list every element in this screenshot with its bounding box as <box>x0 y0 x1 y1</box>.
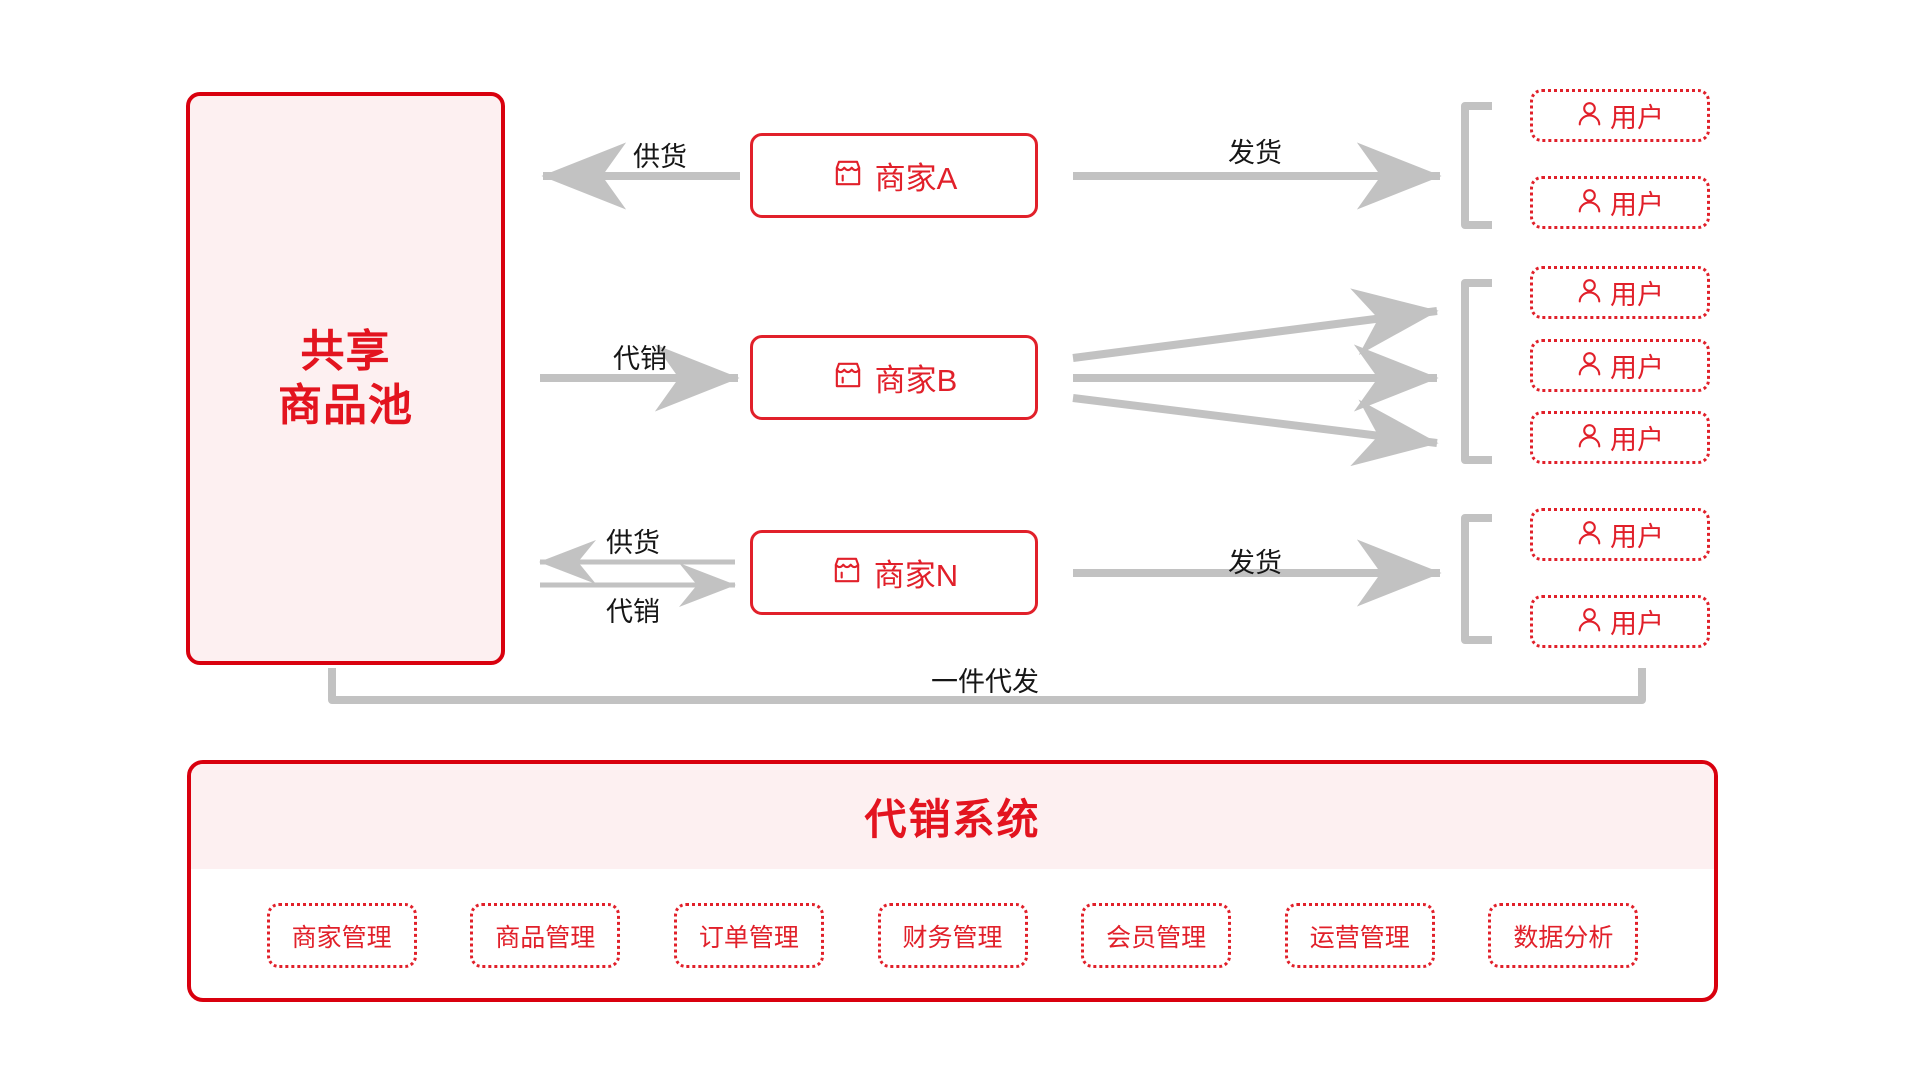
user-chip[interactable]: 用户 <box>1530 266 1710 319</box>
person-icon <box>1576 350 1603 382</box>
user-label: 用户 <box>1610 609 1664 639</box>
module-chip-data-analytics[interactable]: 数据分析 <box>1488 903 1639 968</box>
person-icon <box>1576 187 1603 219</box>
flow-label-supply-a: 供货 <box>633 142 687 172</box>
module-chip-member-management[interactable]: 会员管理 <box>1081 903 1232 968</box>
user-chip[interactable]: 用户 <box>1530 508 1710 561</box>
merchant-card-b[interactable]: 商家B <box>750 335 1038 420</box>
person-icon <box>1576 519 1603 551</box>
person-icon <box>1576 100 1603 132</box>
module-chip-finance-management[interactable]: 财务管理 <box>877 903 1028 968</box>
module-label: 订单管理 <box>698 923 799 952</box>
user-group-bracket-2 <box>1461 279 1492 464</box>
user-chip[interactable]: 用户 <box>1530 595 1710 648</box>
shop-icon <box>830 553 864 592</box>
flow-label-ship-a: 发货 <box>1228 138 1282 168</box>
user-chip[interactable]: 用户 <box>1530 89 1710 142</box>
user-label: 用户 <box>1610 280 1664 310</box>
user-chip[interactable]: 用户 <box>1530 176 1710 229</box>
person-icon <box>1576 422 1603 454</box>
module-label: 商家管理 <box>291 923 392 952</box>
arrow-fan-b <box>1072 288 1439 467</box>
person-icon <box>1576 606 1603 638</box>
shop-icon <box>831 156 865 195</box>
module-chip-merchant-management[interactable]: 商家管理 <box>266 903 417 968</box>
merchant-card-a[interactable]: 商家A <box>750 133 1038 218</box>
flow-label-ship-n: 发货 <box>1228 548 1282 578</box>
user-chip[interactable]: 用户 <box>1530 411 1710 464</box>
module-label: 会员管理 <box>1106 923 1207 952</box>
module-label: 商品管理 <box>495 923 596 952</box>
module-label: 数据分析 <box>1513 923 1614 952</box>
shared-product-pool[interactable]: 共享 商品池 <box>186 92 505 665</box>
pool-title-line2: 商品池 <box>278 380 413 430</box>
module-chip-order-management[interactable]: 订单管理 <box>673 903 824 968</box>
shop-icon <box>831 358 865 397</box>
user-label: 用户 <box>1610 425 1664 455</box>
module-chip-operations-management[interactable]: 运营管理 <box>1284 903 1435 968</box>
module-chip-product-management[interactable]: 商品管理 <box>470 903 621 968</box>
merchant-label: 商家A <box>874 161 958 196</box>
distribution-system-panel: 代销系统 商家管理 商品管理 订单管理 财务管理 会员管理 运营管理 数据分析 <box>187 760 1718 1002</box>
user-group-bracket-3 <box>1461 514 1492 644</box>
user-label: 用户 <box>1610 103 1664 133</box>
module-label: 运营管理 <box>1309 923 1410 952</box>
flow-label-dropship: 一件代发 <box>931 667 1039 697</box>
system-header: 代销系统 <box>191 764 1714 869</box>
merchant-label: 商家B <box>874 363 958 398</box>
user-group-bracket-1 <box>1461 102 1492 229</box>
merchant-label: 商家N <box>873 558 959 593</box>
pool-title: 共享 商品池 <box>278 325 413 432</box>
user-label: 用户 <box>1610 190 1664 220</box>
system-module-row: 商家管理 商品管理 订单管理 财务管理 会员管理 运营管理 数据分析 <box>191 869 1714 998</box>
person-icon <box>1576 277 1603 309</box>
system-title: 代销系统 <box>864 796 1041 843</box>
module-label: 财务管理 <box>902 923 1003 952</box>
pool-title-line1: 共享 <box>300 326 391 376</box>
user-chip[interactable]: 用户 <box>1530 339 1710 392</box>
flow-label-consign-n: 代销 <box>606 597 660 627</box>
user-label: 用户 <box>1610 353 1664 383</box>
flow-label-consign-b: 代销 <box>613 344 667 374</box>
user-label: 用户 <box>1610 522 1664 552</box>
flow-label-supply-n: 供货 <box>606 528 660 558</box>
merchant-card-n[interactable]: 商家N <box>750 530 1038 615</box>
